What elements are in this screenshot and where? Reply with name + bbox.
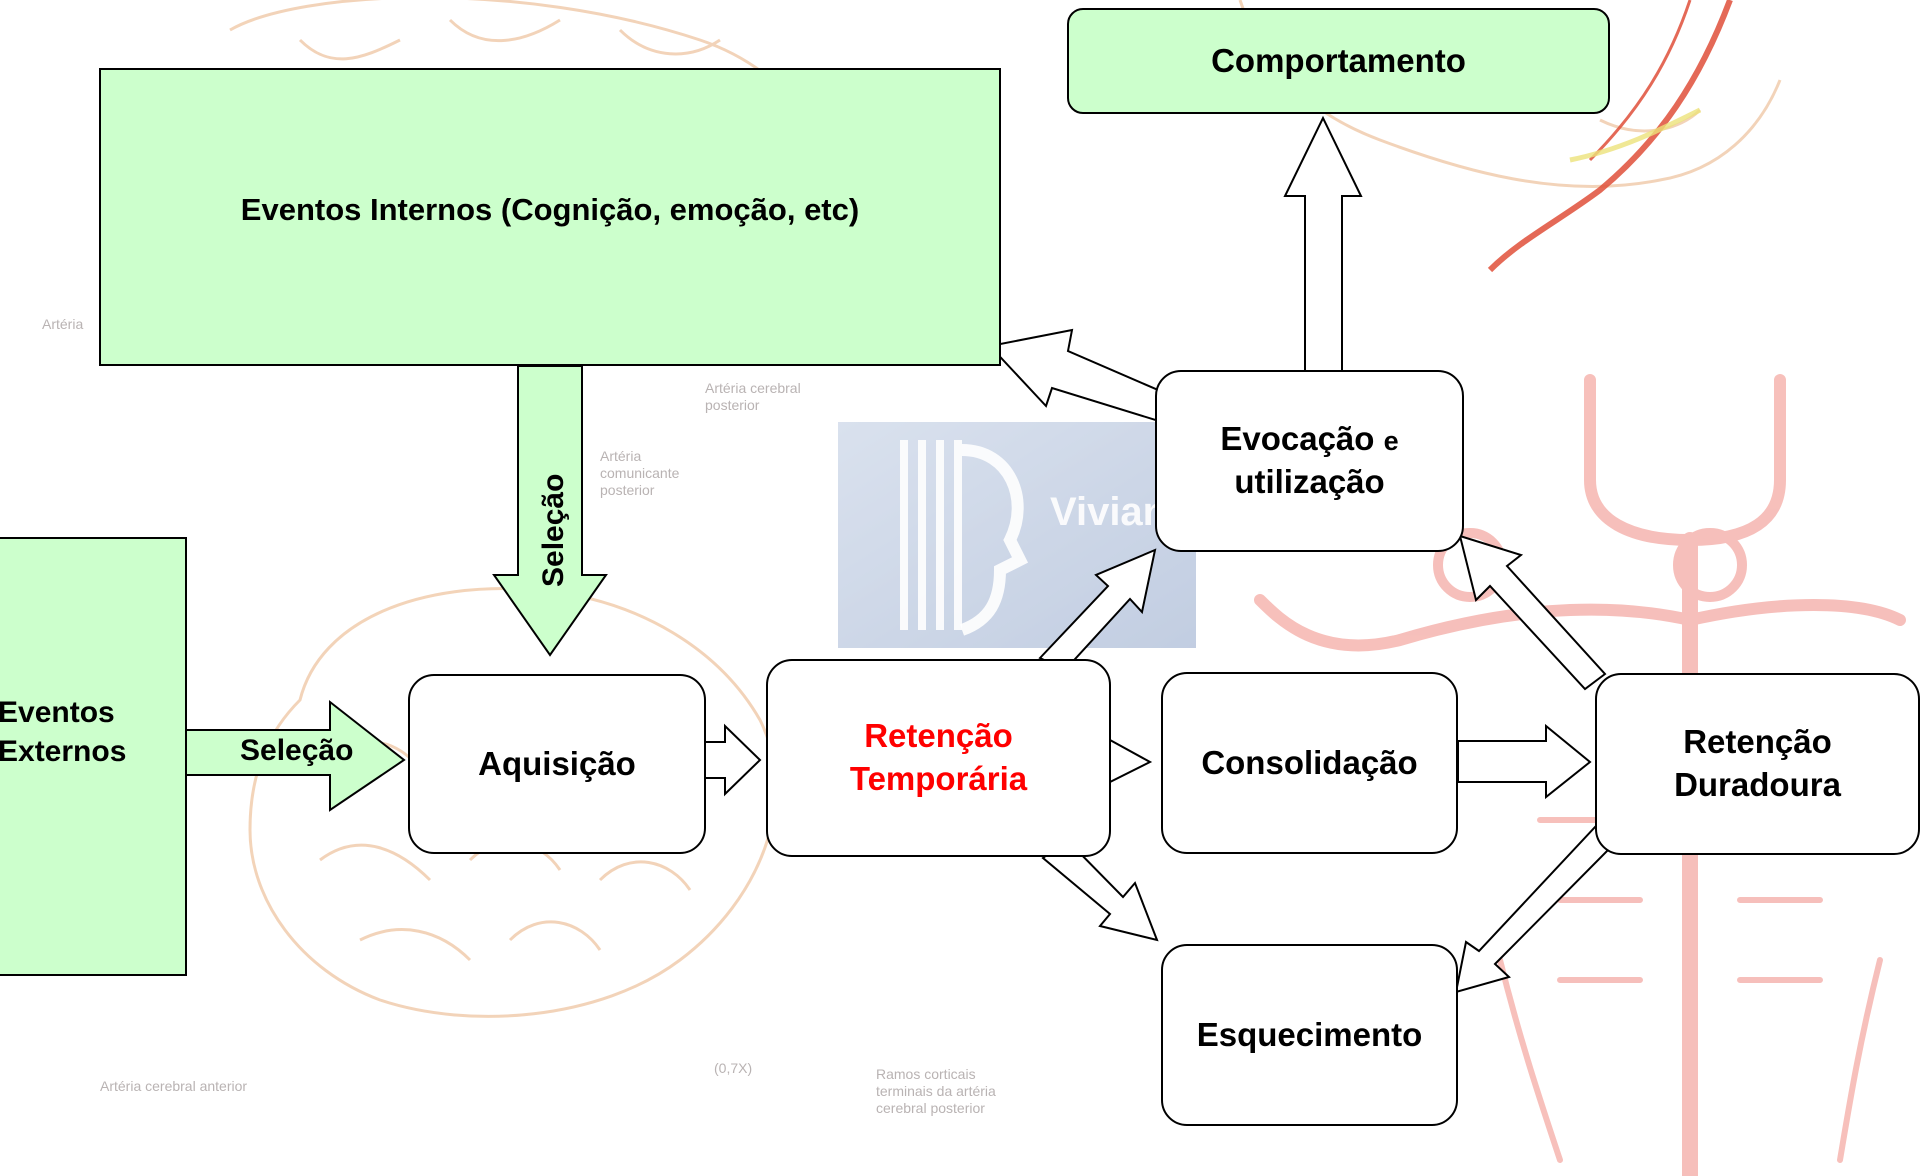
arrow-consolidacao-duradoura: [1457, 723, 1592, 800]
node-consolidacao: Consolidação: [1161, 672, 1458, 854]
bg-label-arteria: Artéria: [42, 316, 84, 332]
node-evocacao-e: e: [1383, 426, 1399, 457]
node-eventos-externos-line2: Externos: [0, 735, 127, 768]
arrow-duradoura-evocacao: [1458, 534, 1607, 691]
node-retencao-duradoura-line2: Duradoura: [1674, 766, 1841, 803]
arrow-aquisicao-retencao: [704, 723, 762, 797]
bg-label-cerebral-posterior: Artéria cerebral posterior: [705, 380, 801, 413]
node-retencao-temporaria-line2: Temporária: [849, 760, 1028, 797]
node-consolidacao-label: Consolidação: [1201, 743, 1418, 781]
bg-label-cerebral-anterior: Artéria cerebral anterior: [100, 1078, 248, 1094]
arrow-evocacao-comportamento: [1283, 115, 1363, 373]
node-comportamento: Comportamento: [1067, 8, 1610, 114]
arrow-evocacao-internos: [988, 328, 1164, 424]
node-eventos-internos-label: Eventos Internos (Cognição, emoção, etc): [240, 192, 860, 227]
bg-label-scale: (0,7X): [714, 1060, 753, 1076]
node-aquisicao: Aquisição: [408, 674, 706, 854]
arrow-selecao-horizontal: [184, 699, 406, 812]
node-comportamento-label: Comportamento: [1211, 41, 1466, 79]
selecao-vertical-label: Seleção: [537, 473, 570, 587]
node-eventos-externos: Eventos Externos: [0, 537, 187, 976]
node-eventos-externos-line1: Eventos: [0, 696, 115, 729]
node-evocacao: Evocação e utilização: [1155, 370, 1464, 552]
selecao-horizontal-label: Seleção: [240, 734, 354, 767]
node-retencao-temporaria: Retenção Temporária: [766, 659, 1111, 857]
bg-label-ramos-corticais: Ramos corticais terminais da artéria cer…: [876, 1066, 996, 1116]
node-retencao-duradoura-line1: Retenção: [1683, 723, 1832, 761]
bg-label-comunicante-posterior: Artéria comunicante posterior: [600, 448, 680, 498]
arrow-retencao-evocacao: [1038, 548, 1157, 672]
arrow-retencao-consolidacao: [1109, 738, 1153, 784]
node-evocacao-line1: Evocação: [1220, 420, 1375, 458]
node-aquisicao-label: Aquisição: [478, 744, 636, 782]
node-retencao-duradoura: Retenção Duradoura: [1595, 673, 1920, 855]
node-retencao-temporaria-line1: Retenção: [864, 717, 1013, 755]
node-evocacao-line1-wrap: Evocação e: [1220, 418, 1398, 461]
arrow-selecao-vertical: [492, 365, 608, 657]
node-esquecimento: Esquecimento: [1161, 944, 1458, 1126]
node-esquecimento-label: Esquecimento: [1196, 1015, 1423, 1053]
node-evocacao-line2: utilização: [1234, 463, 1385, 500]
node-eventos-internos: Eventos Internos (Cognição, emoção, etc): [99, 68, 1001, 366]
arrow-duradoura-esquecimento: [1454, 824, 1618, 994]
